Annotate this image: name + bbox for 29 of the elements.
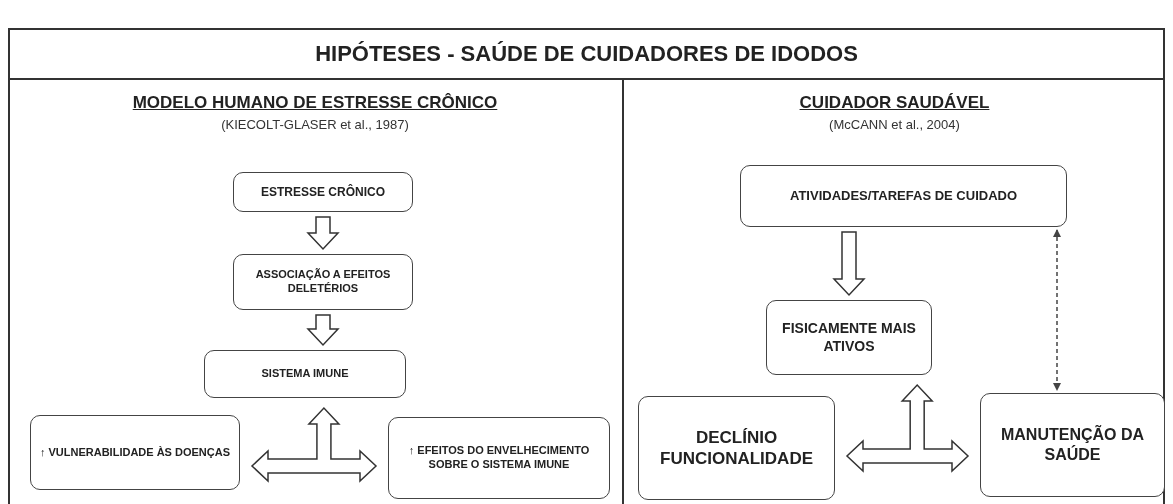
dashed-arrow (1053, 229, 1061, 391)
citation: (McCANN et al., 2004) (829, 117, 960, 134)
box-label: DECLÍNIO FUNCIONALIDADE (659, 426, 814, 470)
process-box (233, 172, 413, 212)
box-label: SISTEMA IMUNE (261, 367, 349, 381)
process-box (766, 300, 932, 375)
process-box (204, 350, 406, 398)
process-box (740, 165, 1067, 227)
diagram-title: HIPÓTESES - SAÚDE DE CUIDADORES DE IDODOS (315, 39, 858, 68)
block-arrow (250, 406, 378, 483)
citation: (KIECOLT-GLASER et al., 1987) (221, 117, 409, 134)
process-box (388, 417, 610, 499)
section-heading: CUIDADOR SAUDÁVEL (799, 92, 990, 114)
box-label: ↑ VULNERABILIDADE ÀS DOENÇAS (39, 445, 231, 460)
block-arrow (306, 216, 340, 251)
box-label: ESTRESSE CRÔNICO (261, 184, 385, 200)
box-label: FISICAMENTE MAIS ATIVOS (781, 320, 917, 355)
process-box (638, 396, 835, 500)
process-box (30, 415, 240, 490)
box-label: ATIVIDADES/TAREFAS DE CUIDADO (790, 187, 1017, 205)
process-box (980, 393, 1165, 497)
process-box (233, 254, 413, 310)
box-label: MANUTENÇÃO DA SAÚDE (999, 425, 1146, 465)
block-arrow (832, 231, 866, 297)
block-arrow (306, 314, 340, 347)
box-label: ASSOCIAÇÃO A EFEITOS DELETÉRIOS (254, 268, 392, 296)
box-label: ↑ EFEITOS DO ENVELHECIMENTO SOBRE O SISTEMA IMUNE (407, 444, 591, 472)
section-heading: MODELO HUMANO DE ESTRESSE CRÔNICO (132, 92, 498, 114)
block-arrow (845, 383, 970, 473)
